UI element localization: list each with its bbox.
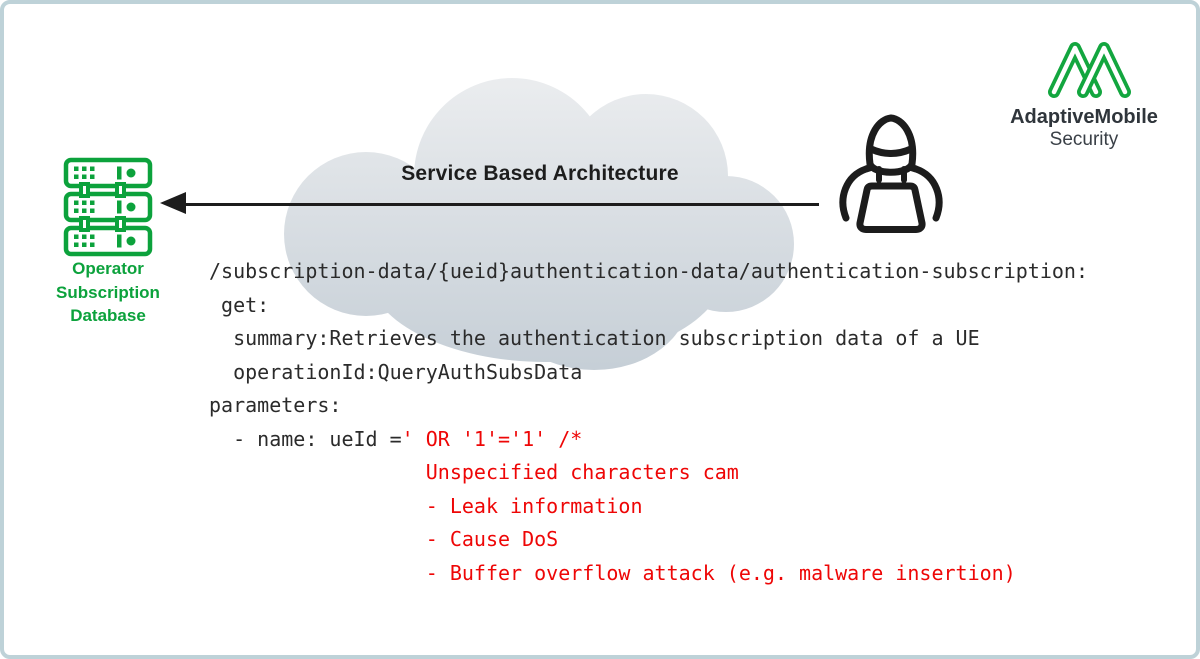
- cloud-title: Service Based Architecture: [401, 162, 679, 185]
- database-label: Operator Subscription Database: [28, 257, 188, 328]
- code-line: /subscription-data/{ueid}authentication-…: [209, 259, 1088, 283]
- database-label-line: Database: [70, 306, 146, 325]
- code-block: /subscription-data/{ueid}authentication-…: [209, 255, 1088, 590]
- code-line: - Buffer overflow attack (e.g. malware i…: [425, 560, 1016, 585]
- adaptivemobile-m-logo: [1048, 42, 1131, 98]
- database-label-line: Subscription: [56, 282, 160, 302]
- code-line: summary:Retrieves the authentication sub…: [209, 326, 980, 350]
- attack-arrow-head-icon: [160, 192, 186, 214]
- attack-arrow-line: [174, 203, 819, 206]
- brand-subname: Security: [1049, 129, 1119, 150]
- code-line: get:: [209, 292, 270, 317]
- database-label-line: Operator: [72, 259, 144, 278]
- code-line: - name: ueId =' OR '1'='1' /*: [209, 426, 583, 451]
- server-stack-icon: [63, 157, 153, 257]
- hacker-laptop-icon: [839, 114, 943, 233]
- code-line: operationId:QueryAuthSubsData: [209, 359, 583, 384]
- cloud-shape: [284, 78, 794, 370]
- code-line: parameters:: [209, 393, 342, 417]
- brand-name: AdaptiveMobile: [1010, 106, 1158, 128]
- code-line: - Leak information: [425, 493, 643, 518]
- code-line: Unspecified characters cam: [425, 460, 739, 484]
- code-line: - Cause DoS: [425, 527, 559, 551]
